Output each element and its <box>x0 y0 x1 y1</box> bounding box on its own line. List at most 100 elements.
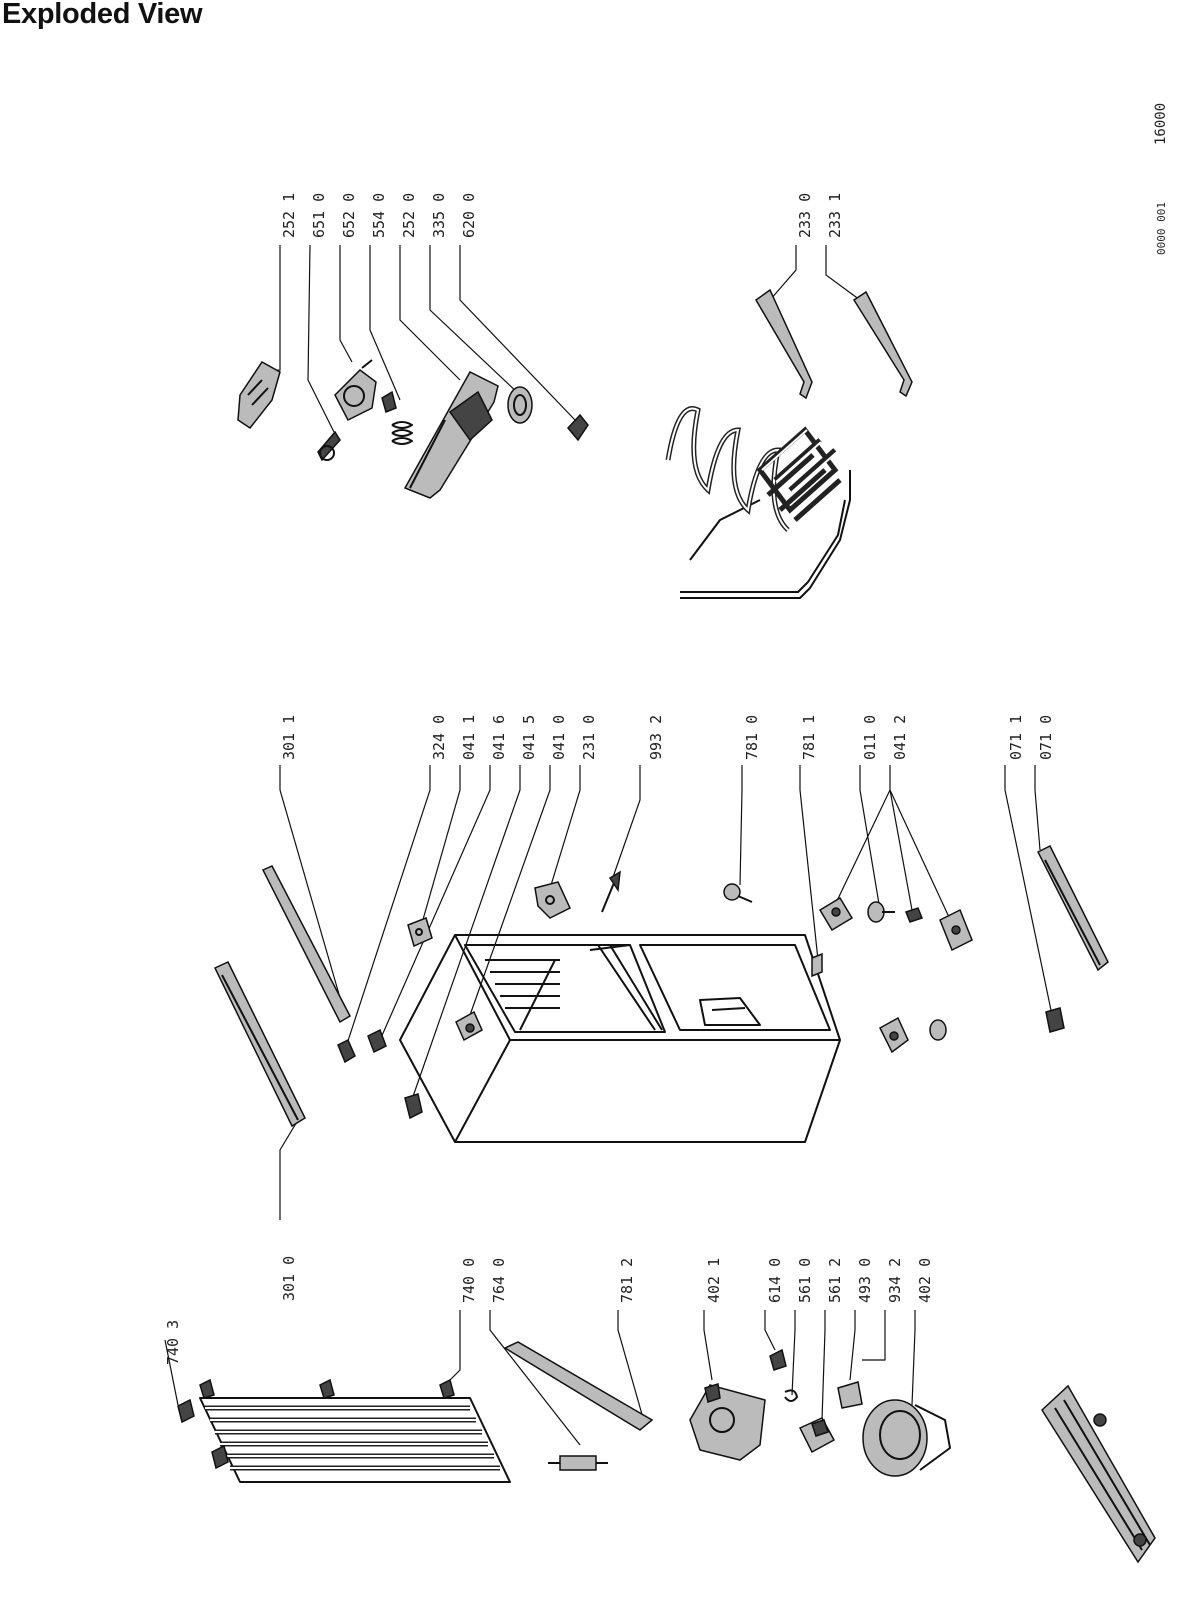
part-evaporator <box>665 406 851 599</box>
leader-231-0 <box>547 765 581 896</box>
callout-041-2: 041 2 <box>891 715 909 760</box>
leader-233-0 <box>769 245 797 301</box>
part-housing-252-0 <box>403 371 499 499</box>
callout-041-0: 041 0 <box>550 715 568 760</box>
leader-934-2 <box>862 1310 886 1361</box>
leader-402-1 <box>703 1310 713 1381</box>
callout-335-0: 335 0 <box>430 193 448 238</box>
part-drier-764-0 <box>548 1455 608 1471</box>
part-thermostat-652-0 <box>334 359 377 422</box>
callout-781-1: 781 1 <box>800 715 818 760</box>
leader-041-5 <box>409 765 521 1106</box>
callout-740-3: 740 3 <box>164 1320 182 1365</box>
callout-233-0: 233 0 <box>796 193 814 238</box>
part-rail-071-0 <box>1036 844 1109 972</box>
evaporator-upper-coils <box>665 406 790 532</box>
part-spring-554-0 <box>381 390 413 445</box>
leader-252-1 <box>261 245 281 373</box>
leader-041-2 <box>834 765 956 931</box>
callout-740-0: 740 0 <box>460 1258 478 1303</box>
leader-740-0 <box>449 1310 461 1381</box>
part-rail-233-1 <box>852 290 913 398</box>
leader-554-0 <box>369 245 401 401</box>
part-hinge-041-1 <box>407 917 433 948</box>
leader-620-0 <box>459 245 576 421</box>
leader-011-0 <box>859 765 881 911</box>
leader-324-0 <box>344 765 431 1051</box>
part-foot-011-0 <box>867 901 895 923</box>
part-relay-614-0 <box>769 1348 787 1371</box>
leader-740-3 <box>164 1339 179 1406</box>
part-hinge-041-5 <box>404 1093 423 1120</box>
callout-993-2: 993 2 <box>647 715 665 760</box>
leader-252-0 <box>399 245 461 381</box>
callout-781-2: 781 2 <box>618 1258 636 1303</box>
condenser-coils <box>205 1405 500 1471</box>
callout-324-0: 324 0 <box>430 715 448 760</box>
leader-993-2 <box>611 765 641 881</box>
callout-252-0: 252 0 <box>400 193 418 238</box>
callout-252-1: 252 1 <box>280 193 298 238</box>
part-clip-071-1 <box>1045 1007 1065 1033</box>
part-protector-561-2 <box>798 1417 836 1454</box>
leader-402-0 <box>911 1310 916 1406</box>
doc-code-sub: 0000 001 <box>1155 202 1168 255</box>
leader-lines <box>164 244 1053 1446</box>
callout-231-0: 231 0 <box>580 715 598 760</box>
callout-011-0: 011 0 <box>861 715 879 760</box>
part-compressor-402-0 <box>862 1399 951 1477</box>
page-title: Exploded View <box>2 0 203 30</box>
leader-041-1 <box>419 765 461 931</box>
leader-614-0 <box>764 1310 776 1351</box>
callout-493-0: 493 0 <box>856 1258 874 1303</box>
callout-561-2: 561 2 <box>826 1258 844 1303</box>
callout-233-1: 233 1 <box>826 193 844 238</box>
part-sensor-993-2 <box>601 870 621 913</box>
leader-561-2 <box>821 1310 826 1421</box>
part-strip-301-1 <box>261 865 351 1024</box>
callout-561-0: 561 0 <box>796 1258 814 1303</box>
part-hinge-041-0 <box>455 1010 483 1042</box>
leader-781-2 <box>617 1310 646 1426</box>
leader-071-0 <box>1034 765 1041 851</box>
callout-620-0: 620 0 <box>460 193 478 238</box>
callout-934-2: 934 2 <box>886 1258 904 1303</box>
leader-561-0 <box>791 1310 796 1396</box>
leader-301-1 <box>279 765 346 1016</box>
callout-554-0: 554 0 <box>370 193 388 238</box>
leader-652-0 <box>339 245 353 363</box>
part-cabinet <box>399 934 841 1143</box>
part-pin-781-1 <box>811 952 823 978</box>
part-cable-561-0 <box>784 1389 798 1402</box>
callout-071-1: 071 1 <box>1007 715 1025 760</box>
part-hinge-041-2c <box>939 908 973 952</box>
leader-781-0 <box>739 765 743 886</box>
part-clip-740-3b <box>211 1444 229 1470</box>
part-rail-233-0 <box>755 288 813 400</box>
callout-labels: 252 1 651 0 652 0 554 0 252 0 335 0 620 … <box>164 193 1055 1365</box>
callout-614-0: 614 0 <box>766 1258 784 1303</box>
part-tray-402-1 <box>689 1383 766 1461</box>
callout-041-1: 041 1 <box>460 715 478 760</box>
part-foot-lower <box>929 1019 947 1041</box>
leader-041-6 <box>379 765 491 1041</box>
callout-301-1: 301 1 <box>280 715 298 760</box>
part-bracket-252-1 <box>237 361 281 430</box>
part-hinge-041-6 <box>367 1028 387 1054</box>
evaporator-lower-coils <box>756 426 842 522</box>
part-hinge-041-2a <box>818 896 854 932</box>
part-screw-781-0 <box>723 883 753 903</box>
leader-764-0 <box>489 1310 581 1446</box>
callout-402-0: 402 0 <box>916 1258 934 1303</box>
part-knob-651-0 <box>317 430 341 462</box>
leader-071-1 <box>1004 765 1053 1016</box>
leader-781-1 <box>799 765 819 961</box>
part-cover-493-0 <box>837 1381 863 1409</box>
callout-652-0: 652 0 <box>340 193 358 238</box>
callout-071-0: 071 0 <box>1037 715 1055 760</box>
part-cover-231-0 <box>534 881 571 919</box>
part-baseplate <box>1041 1384 1156 1564</box>
callout-651-0: 651 0 <box>310 193 328 238</box>
part-condenser-740-0 <box>199 1378 511 1483</box>
